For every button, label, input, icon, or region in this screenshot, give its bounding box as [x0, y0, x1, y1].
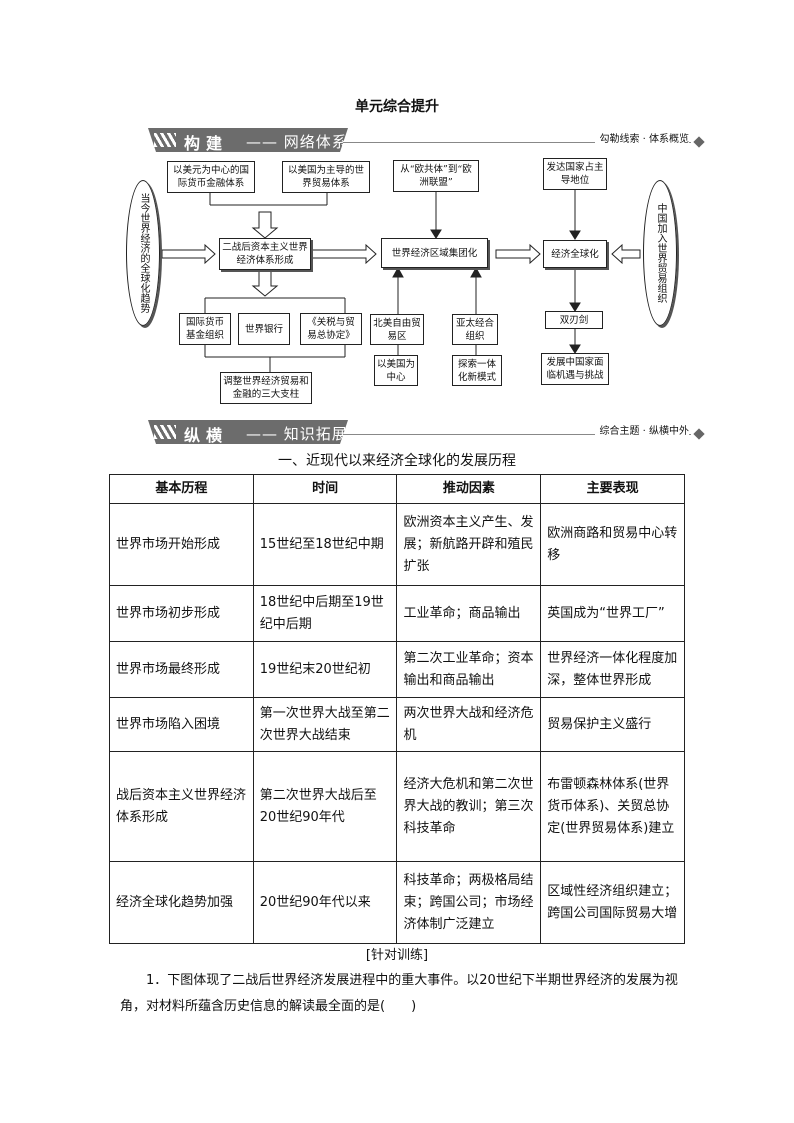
table-cell: 经济大危机和第二次世界大战的教训；第三次科技革命: [396, 751, 542, 862]
banner-char-2: 建: [206, 134, 229, 153]
box-double-edged-sword: 双刃剑: [545, 311, 603, 329]
box-nafta: 北美自由贸易区: [370, 314, 424, 345]
box-trade-system: 以美国为主导的世界贸易体系: [282, 161, 370, 193]
box-regional-blocs: 世界经济区域集团化: [381, 238, 488, 268]
table-cell: 布雷顿森林体系(世界货币体系)、关贸总协定(世界贸易体系)建立: [540, 751, 685, 862]
banner-bar: [148, 420, 348, 444]
question-text: 1．下图体现了二战后世界经济发展进程中的重大事件。以20世纪下半期世界经济的发展…: [120, 973, 678, 1014]
banner-heading-chars: 构建: [184, 130, 228, 154]
banner-heading-text: —— 知识拓展: [246, 425, 348, 443]
table-row: 世界市场最终形成 19世纪末20世纪初 第二次工业革命；资本输出和商品输出 世界…: [109, 641, 685, 698]
table-row: 世界市场开始形成 15世纪至18世纪中期 欧洲资本主义产生、发展；新航路开辟和殖…: [109, 503, 685, 586]
table-cell: 世界市场初步形成: [109, 585, 254, 642]
banner-heading-chars: 纵横: [184, 422, 228, 446]
table-header-row: 基本历程 时间 推动因素 主要表现: [109, 474, 685, 504]
section-banner-construct: 构建 —— 网络体系 勾勒线索 · 体系概览: [148, 128, 705, 154]
table-header-cell: 主要表现: [540, 474, 685, 504]
table-cell: 工业革命；商品输出: [396, 585, 542, 642]
table-cell: 第二次工业革命；资本输出和商品输出: [396, 641, 542, 698]
table-header-cell: 时间: [252, 474, 398, 504]
banner-divider: [343, 434, 691, 435]
table-header-cell: 基本历程: [109, 474, 254, 504]
ellipse-globalization-trend: 当今世界经济的全球化趋势: [126, 180, 160, 326]
box-economic-globalization: 经济全球化: [543, 240, 607, 268]
diamond-icon: [693, 428, 705, 440]
box-gatt: 《关税与贸易总协定》: [300, 313, 362, 345]
table-row: 世界市场陷入困境 第一次世界大战至第二次世界大战结束 两次世界大战和经济危机 贸…: [109, 697, 685, 752]
history-table: 基本历程 时间 推动因素 主要表现 世界市场开始形成 15世纪至18世纪中期 欧…: [109, 474, 685, 944]
box-us-center: 以美国为中心: [374, 355, 418, 386]
table-cell: 19世纪末20世纪初: [252, 641, 398, 698]
table-cell: 经济全球化趋势加强: [109, 861, 254, 944]
table-row: 战后资本主义世界经济体系形成 第二次世界大战后至20世纪90年代 经济大危机和第…: [109, 751, 685, 862]
table-cell: 贸易保护主义盛行: [540, 697, 685, 752]
table-cell: 战后资本主义世界经济体系形成: [109, 751, 254, 862]
box-usd-system: 以美元为中心的国际货币金融体系: [167, 161, 255, 193]
section-title: 一、近现代以来经济全球化的发展历程: [278, 453, 516, 469]
banner-subtitle: 综合主题 · 纵横中外: [595, 422, 689, 437]
banner-bar: [148, 128, 348, 152]
ellipse-china-wto: 中国加入世界贸易组织: [643, 180, 677, 326]
table-cell: 第一次世界大战至第二次世界大战结束: [252, 697, 398, 752]
box-explore-integration: 探索一体化新模式: [452, 355, 502, 386]
box-postwar-system: 二战后资本主义世界经济体系形成: [219, 238, 311, 270]
section-banner-expand: 纵横 —— 知识拓展 综合主题 · 纵横中外: [148, 420, 705, 446]
banner-divider: [343, 142, 691, 143]
box-world-bank: 世界银行: [238, 313, 290, 345]
table-row: 世界市场初步形成 18世纪中后期至19世纪中后期 工业革命；商品输出 英国成为“…: [109, 585, 685, 642]
box-developed-dominant: 发达国家占主导地位: [543, 158, 607, 190]
table-cell: 世界市场开始形成: [109, 503, 254, 586]
table-row: 经济全球化趋势加强 20世纪90年代以来 科技革命；两极格局结束；跨国公司；市场…: [109, 861, 685, 944]
diagram-connectors: [161, 190, 641, 372]
box-developing-countries: 发展中国家面临机遇与挑战: [541, 353, 609, 385]
box-apec: 亚太经合组织: [452, 314, 498, 345]
table-cell: 欧洲资本主义产生、发展；新航路开辟和殖民扩张: [396, 503, 542, 586]
banner-stripe-decoration: [154, 425, 176, 439]
table-cell: 区域性经济组织建立；跨国公司国际贸易大增: [540, 861, 685, 944]
banner-char-2: 横: [206, 426, 229, 445]
table-cell: 第二次世界大战后至20世纪90年代: [252, 751, 398, 862]
table-cell: 英国成为“世界工厂”: [540, 585, 685, 642]
table-cell: 欧洲商路和贸易中心转移: [540, 503, 685, 586]
box-three-pillars: 调整世界经济贸易和金融的三大支柱: [220, 372, 312, 404]
table-cell: 世界市场最终形成: [109, 641, 254, 698]
table-header-cell: 推动因素: [396, 474, 542, 504]
table-cell: 20世纪90年代以来: [252, 861, 398, 944]
table-cell: 15世纪至18世纪中期: [252, 503, 398, 586]
banner-heading-text: —— 网络体系: [246, 133, 348, 151]
table-cell: 世界市场陷入困境: [109, 697, 254, 752]
banner-stripe-decoration: [154, 133, 176, 147]
table-cell: 世界经济一体化程度加深，整体世界形成: [540, 641, 685, 698]
banner-char-1: 构: [184, 134, 207, 153]
box-eec-eu: 从“欧共体”到“欧洲联盟”: [393, 160, 479, 192]
banner-char-1: 纵: [184, 426, 207, 445]
box-imf: 国际货币基金组织: [179, 313, 231, 345]
page-title: 单元综合提升: [355, 99, 439, 115]
practice-label: [针对训练]: [365, 948, 429, 963]
banner-subtitle: 勾勒线索 · 体系概览: [595, 130, 689, 145]
table-cell: 两次世界大战和经济危机: [396, 697, 542, 752]
table-cell: 科技革命；两极格局结束；跨国公司；市场经济体制广泛建立: [396, 861, 542, 944]
table-cell: 18世纪中后期至19世纪中后期: [252, 585, 398, 642]
